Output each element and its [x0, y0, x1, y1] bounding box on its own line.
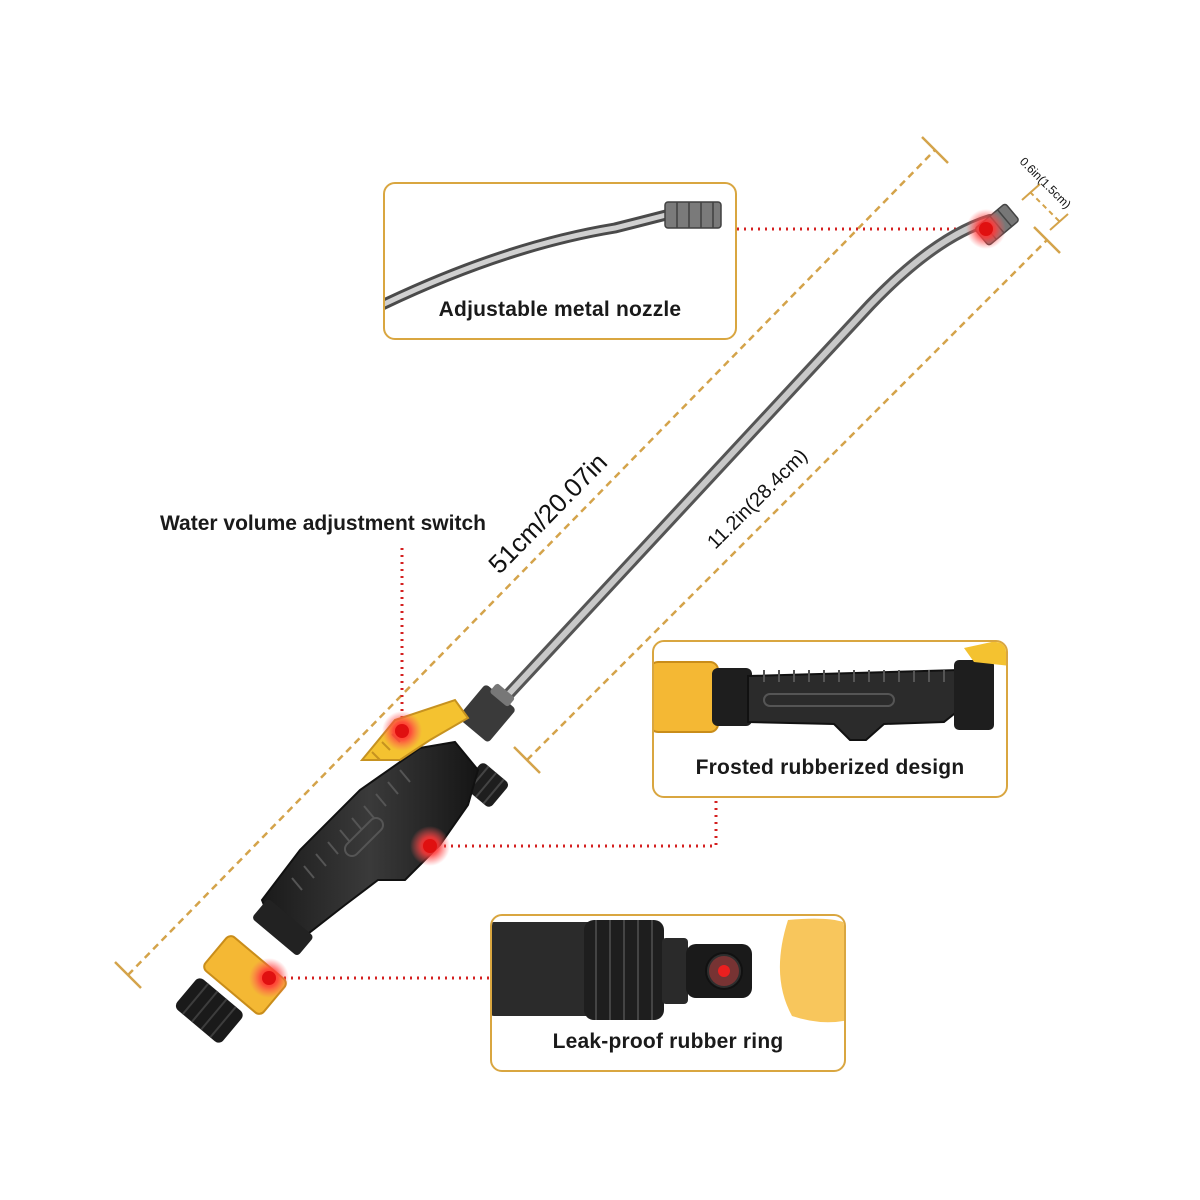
- marker-grip: [410, 826, 450, 866]
- marker-ring: [249, 958, 289, 998]
- nozzle-closeup-image: [385, 201, 722, 310]
- callout-ring-label: Leak-proof rubber ring: [552, 1030, 784, 1053]
- callout-switch-label: Water volume adjustment switch: [160, 512, 486, 535]
- callout-nozzle: Adjustable metal nozzle: [383, 182, 737, 340]
- marker-nozzle: [966, 209, 1006, 249]
- callout-grip-label: Frosted rubberized design: [695, 756, 965, 779]
- dimension-wand-length-line: [513, 226, 1061, 774]
- spray-gun-body: [175, 683, 515, 1043]
- callout-nozzle-label: Adjustable metal nozzle: [438, 298, 682, 321]
- callout-grip: Frosted rubberized design: [652, 640, 1008, 798]
- callout-ring: Leak-proof rubber ring: [490, 914, 846, 1072]
- marker-switch: [382, 711, 422, 751]
- grip-closeup-image: [654, 642, 1006, 741]
- leader-lines: [270, 227, 975, 980]
- ring-closeup-image: [492, 918, 844, 1023]
- dimension-nozzle-line: [1021, 183, 1069, 231]
- dimension-total-length-line: [114, 136, 949, 989]
